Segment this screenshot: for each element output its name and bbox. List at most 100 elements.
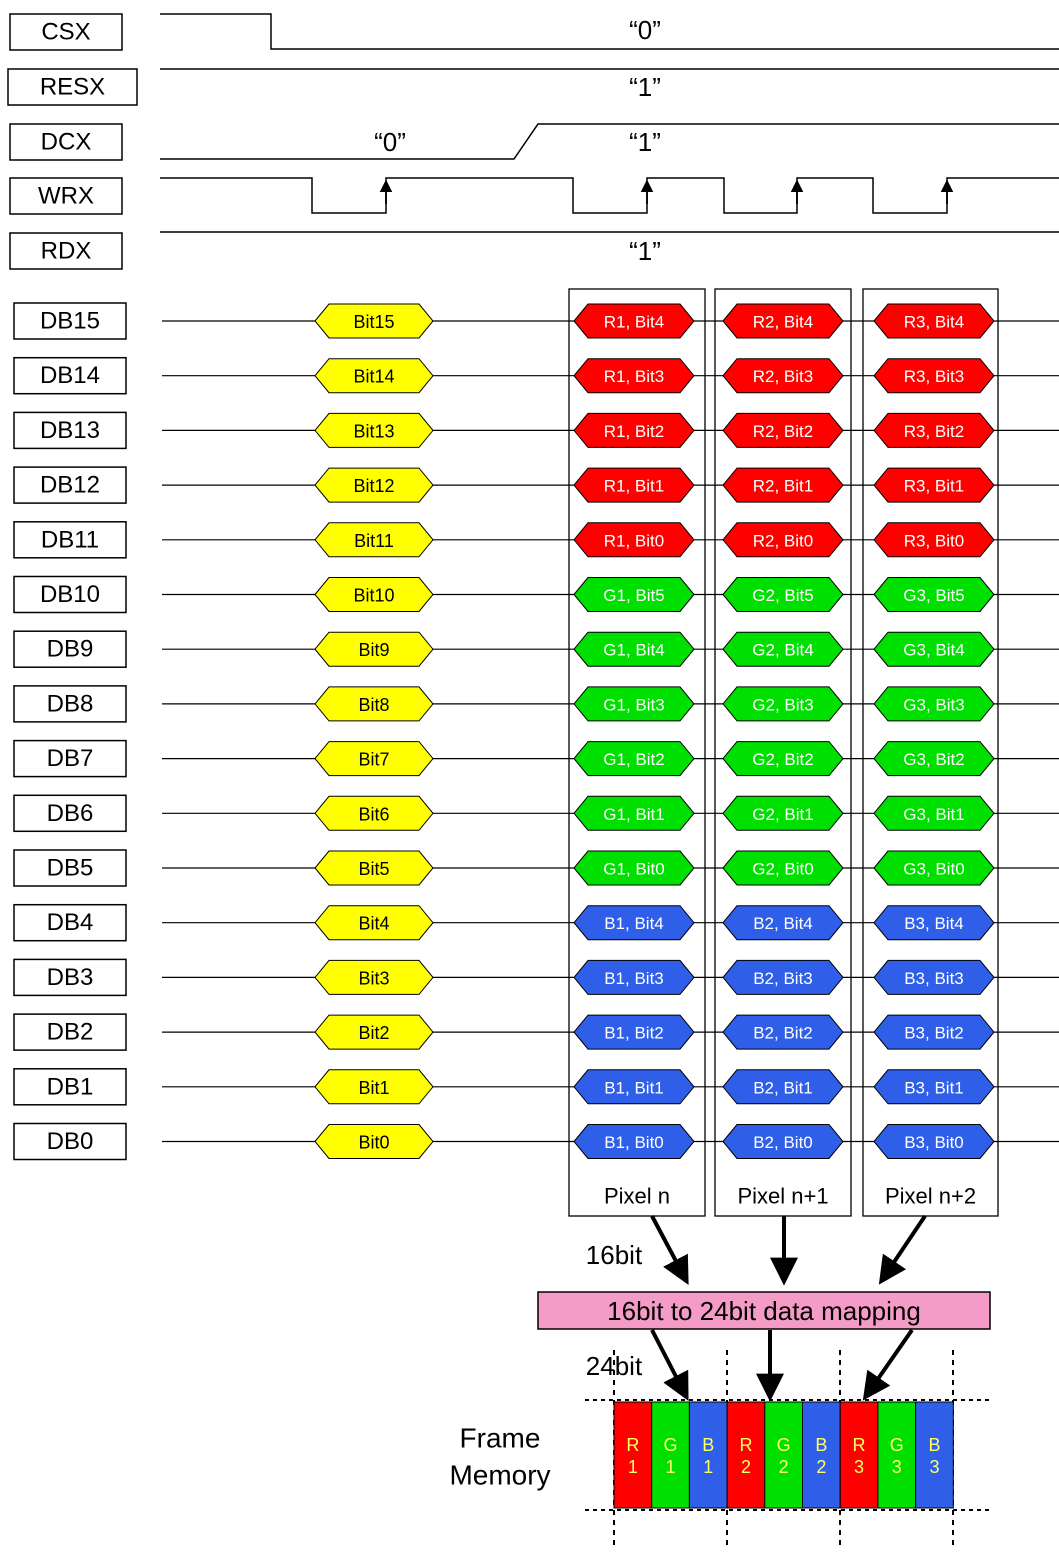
command-db10: Bit10 [353,586,394,606]
signal-box-csx [9,13,123,51]
command-db9: Bit9 [358,640,389,660]
bus-box-db13 [13,411,127,450]
memory-cell-index-2: 1 [666,1457,676,1477]
signal-label-wrx: WRX [38,183,94,210]
bus-box-db4 [13,903,127,942]
bus-box-db8 [13,685,127,723]
pixel-1-db10-shape [573,577,695,612]
pixel-2-db3: B2, Bit3 [753,969,813,988]
rdx-state: “1” [629,236,661,266]
bus-box-db1 [13,1068,127,1106]
command-db12-shape [314,467,434,503]
command-db1: Bit1 [358,1078,389,1098]
pixel-2-db2-shape [722,1014,844,1050]
dcx-state-before: “0” [374,127,406,157]
command-db5: Bit5 [358,859,389,879]
command-db13: Bit13 [353,421,394,441]
pixel-2-db3-shape [722,959,844,995]
memory-cell-6 [802,1401,841,1509]
command-db0-shape [314,1124,434,1159]
command-db15-shape [314,303,434,339]
bus-label-db9: DB9 [47,636,94,663]
bus-box-db9 [13,630,127,668]
pixel-frame-3 [862,288,999,1217]
pixel-3-db11: R3, Bit0 [904,531,964,550]
command-db4: Bit4 [358,914,389,934]
memory-cell-index-1: 1 [628,1457,638,1477]
pixel-1-db1: B1, Bit1 [604,1078,664,1097]
memory-cell-letter-7: R [853,1435,866,1455]
bus-box-db15 [13,302,127,340]
signal-label-csx: CSX [41,19,90,46]
pixel-1-db9: G1, Bit4 [603,641,664,660]
command-db6: Bit6 [358,804,389,824]
command-db4-shape [314,905,434,941]
memory-cell-letter-4: R [739,1435,752,1455]
memory-cell-index-8: 3 [892,1457,902,1477]
command-db14: Bit14 [353,367,394,387]
pixel-2-db11-shape [722,522,844,558]
command-db8-shape [314,686,434,722]
arrow-pixel-n2-to-mapping [878,1214,927,1285]
bus-box-db12 [13,466,127,504]
bus-label-db0: DB0 [47,1128,94,1155]
pixel-1-db11-shape [573,522,695,558]
pixel-3-db0: B3, Bit0 [904,1133,964,1152]
signal-box-wrx [9,177,123,215]
command-db3-shape [314,959,434,995]
pixel-1-db8-shape [573,686,695,722]
pixel-2-db5: G2, Bit0 [752,860,813,879]
mapping-label: 16bit to 24bit data mapping [607,1296,921,1326]
memory-cell-letter-8: G [890,1435,904,1455]
frame-memory-label-line1: Frame [460,1423,541,1454]
command-db2: Bit2 [358,1023,389,1043]
bus-box-db11 [13,521,127,559]
pixel-3-db3-shape [873,959,995,995]
pixel-frame-1 [568,288,706,1217]
memory-cell-9 [915,1401,954,1509]
pixel-3-db8: G3, Bit3 [903,695,964,714]
memory-cell-letter-6: B [815,1435,827,1455]
bus-box-db6 [13,794,127,833]
pixel-1-db2: B1, Bit2 [604,1024,664,1043]
bus-box-db7 [13,739,127,778]
csx-state: “0” [629,15,661,45]
pixel-2-db0: B2, Bit0 [753,1133,813,1152]
pixel-3-db0-shape [873,1124,995,1159]
pixel-2-db15-shape [722,303,844,339]
command-db13-shape [314,412,434,448]
pixel-3-db14-shape [873,358,995,394]
bus-label-db11: DB11 [41,526,99,553]
pixel-1-db8: G1, Bit3 [603,695,664,714]
command-db15: Bit15 [353,312,394,332]
memory-cell-7 [839,1401,879,1509]
signal-label-rdx: RDX [41,238,92,265]
command-db0: Bit0 [358,1133,389,1153]
pixel-3-db12-shape [873,467,995,503]
pixel-3-db9: G3, Bit4 [903,641,964,660]
pixel-3-db15-shape [873,303,995,339]
command-db5-shape [314,850,434,886]
pixel-2-db1: B2, Bit1 [753,1078,813,1097]
bus-box-db10 [13,575,127,614]
command-db7: Bit7 [358,750,389,770]
memory-cell-5 [764,1401,803,1509]
memory-cell-index-7: 3 [854,1457,864,1477]
bus-label-db6: DB6 [47,800,94,827]
pixel-label-3: Pixel n+2 [885,1184,976,1209]
arrow-mapping-to-memory-3 [862,1328,914,1401]
label-16bit: 16bit [586,1240,643,1270]
memory-cell-letter-2: G [664,1435,678,1455]
csx-waveform [160,13,1059,50]
pixel-2-db12-shape [722,467,844,503]
frame-memory-label-line2: Memory [449,1460,550,1491]
pixel-2-db1-shape [722,1069,844,1105]
pixel-2-db8: G2, Bit3 [752,695,813,714]
pixel-1-db6-shape [573,795,695,831]
pixel-1-db15-shape [573,303,695,339]
memory-cell-index-4: 2 [741,1457,751,1477]
pixel-1-db7-shape [573,741,695,777]
bus-label-db5: DB5 [47,855,94,882]
